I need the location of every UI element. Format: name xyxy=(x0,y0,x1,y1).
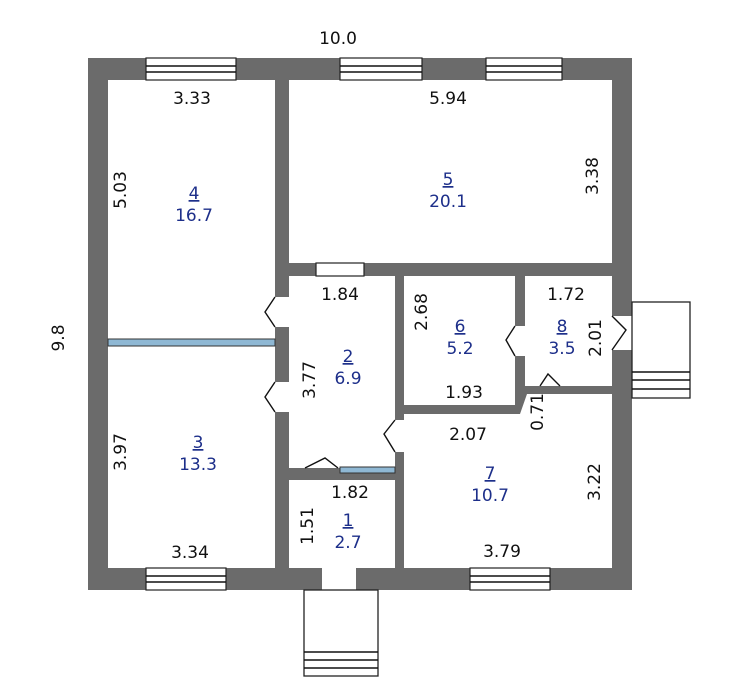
door-swing-icon xyxy=(539,372,561,387)
steps-bottom xyxy=(303,589,379,677)
window-bottom-left xyxy=(145,567,227,591)
room3-width: 3.34 xyxy=(171,543,209,563)
room5-width: 5.94 xyxy=(429,89,467,109)
room2-length: 3.77 xyxy=(300,361,320,399)
door-swing-icon xyxy=(383,419,396,453)
window-top-mid xyxy=(339,57,423,81)
room-8-floor xyxy=(525,276,612,386)
overall-width-label: 10.0 xyxy=(319,29,357,49)
room6-area: 5.2 xyxy=(446,339,473,359)
window-top-left xyxy=(145,57,237,81)
room8-number: 8 xyxy=(557,317,568,337)
room-7-floor xyxy=(404,394,612,568)
room8-width: 1.72 xyxy=(547,285,585,305)
room2-area: 6.9 xyxy=(334,369,361,389)
room1-width: 1.82 xyxy=(331,483,369,503)
room8-length: 2.01 xyxy=(586,319,606,357)
window-bottom-right xyxy=(469,567,551,591)
door-swing-icon xyxy=(505,325,516,357)
door-room7 xyxy=(395,420,404,452)
overall-height-label: 9.8 xyxy=(49,324,69,351)
room4-area: 16.7 xyxy=(175,206,213,226)
door-room4 xyxy=(275,297,289,327)
door-room6-8 xyxy=(515,326,525,356)
room-2-floor xyxy=(289,276,395,468)
door-swing-icon xyxy=(264,381,276,413)
door-swing-icon xyxy=(304,457,339,469)
room3-length: 3.97 xyxy=(111,433,131,471)
room2-number: 2 xyxy=(343,347,354,367)
room7-width-top: 2.07 xyxy=(449,425,487,445)
room3-area: 13.3 xyxy=(179,455,217,475)
glass-partition-small xyxy=(339,466,396,474)
room-6-floor xyxy=(404,276,515,405)
room6-number: 6 xyxy=(455,317,466,337)
room7-number: 7 xyxy=(485,464,496,484)
door-exterior-right xyxy=(612,316,632,350)
room-5-floor xyxy=(289,80,612,263)
room6-length: 2.68 xyxy=(412,293,432,331)
room-1-floor xyxy=(289,480,395,568)
room3-number: 3 xyxy=(193,433,204,453)
room7-width-bottom: 3.79 xyxy=(483,542,521,562)
door-room3 xyxy=(275,382,289,412)
steps-right xyxy=(631,301,691,399)
room1-number: 1 xyxy=(343,511,354,531)
door-exterior-bottom xyxy=(322,568,356,590)
glass-partition xyxy=(107,338,276,347)
room5-area: 20.1 xyxy=(429,192,467,212)
room6-width: 1.93 xyxy=(445,383,483,403)
room4-width: 3.33 xyxy=(173,89,211,109)
room4-length: 5.03 xyxy=(111,171,131,209)
room8-area: 3.5 xyxy=(548,339,575,359)
room1-area: 2.7 xyxy=(334,533,361,553)
passage-width: 0.71 xyxy=(528,393,548,431)
room-3-floor xyxy=(108,346,275,568)
room2-width: 1.84 xyxy=(321,285,359,305)
door-swing-icon xyxy=(264,296,276,328)
room4-number: 4 xyxy=(189,184,200,204)
window-top-right xyxy=(485,57,563,81)
room5-length: 3.38 xyxy=(583,157,603,195)
door-swing-icon xyxy=(611,315,627,351)
room1-length: 1.51 xyxy=(298,507,318,545)
room-4-floor xyxy=(108,80,275,342)
room7-length: 3.22 xyxy=(585,463,605,501)
room5-number: 5 xyxy=(443,170,454,190)
room7-area: 10.7 xyxy=(471,486,509,506)
window-interior xyxy=(315,262,365,277)
